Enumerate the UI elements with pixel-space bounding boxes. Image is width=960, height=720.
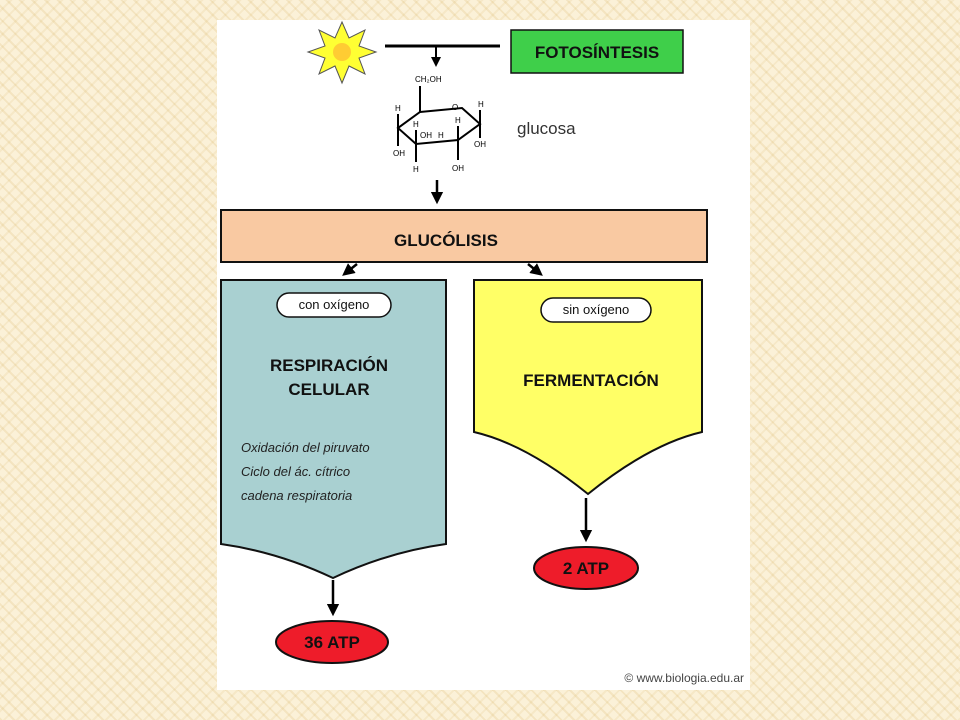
svg-text:H: H <box>413 120 419 129</box>
sun-icon <box>306 20 378 85</box>
arrow-to-respiration <box>342 263 358 276</box>
diagram-card: FOTOSÍNTESIS CH₂OH O H OH H OH H H H OH … <box>217 20 750 690</box>
glycolysis-label: GLUCÓLISIS <box>394 231 498 250</box>
no-oxygen-condition-label: sin oxígeno <box>563 302 630 317</box>
fermentation-box: sin oxígeno FERMENTACIÓN <box>473 279 703 496</box>
photosynthesis-label: FOTOSÍNTESIS <box>535 43 659 62</box>
atp-36-label: 36 ATP <box>304 633 360 652</box>
atp-2-badge: 2 ATP <box>533 546 639 590</box>
oxygen-condition-label: con oxígeno <box>299 297 370 312</box>
glucose-atoms: CH₂OH O H OH H OH H H H OH H OH <box>393 75 486 174</box>
svg-text:H: H <box>478 100 484 109</box>
oxygen-condition-pill <box>276 292 392 318</box>
glycolysis-box: GLUCÓLISIS <box>220 209 708 263</box>
svg-text:H: H <box>395 104 401 113</box>
respiration-box: con oxígeno RESPIRACIÓN CELULAR Oxidació… <box>220 279 447 580</box>
svg-text:O: O <box>452 103 458 112</box>
no-oxygen-condition-pill <box>540 297 652 323</box>
glucose-molecule <box>396 86 482 162</box>
photosynthesis-box: FOTOSÍNTESIS <box>510 29 684 74</box>
svg-text:OH: OH <box>452 164 464 173</box>
glucose-label: glucosa <box>517 119 576 138</box>
respiration-title-line1: RESPIRACIÓN <box>270 356 388 375</box>
arrow-to-fermentation <box>527 263 543 276</box>
respiration-step: cadena respiratoria <box>241 488 352 503</box>
svg-text:CH₂OH: CH₂OH <box>415 75 442 84</box>
atp-2-label: 2 ATP <box>563 559 609 578</box>
respiration-title-line2: CELULAR <box>288 380 369 399</box>
atp-36-badge: 36 ATP <box>275 620 389 664</box>
metabolism-diagram: FOTOSÍNTESIS CH₂OH O H OH H OH H H H OH … <box>220 20 744 685</box>
fermentation-title: FERMENTACIÓN <box>523 371 659 390</box>
credit-text: © www.biologia.edu.ar <box>624 671 744 685</box>
respiration-step: Ciclo del ác. cítrico <box>241 464 350 479</box>
svg-text:OH: OH <box>474 140 486 149</box>
svg-text:H: H <box>455 116 461 125</box>
svg-text:H: H <box>413 165 419 174</box>
svg-text:H: H <box>438 131 444 140</box>
svg-text:OH: OH <box>420 131 432 140</box>
respiration-step: Oxidación del piruvato <box>241 440 370 455</box>
svg-text:OH: OH <box>393 149 405 158</box>
